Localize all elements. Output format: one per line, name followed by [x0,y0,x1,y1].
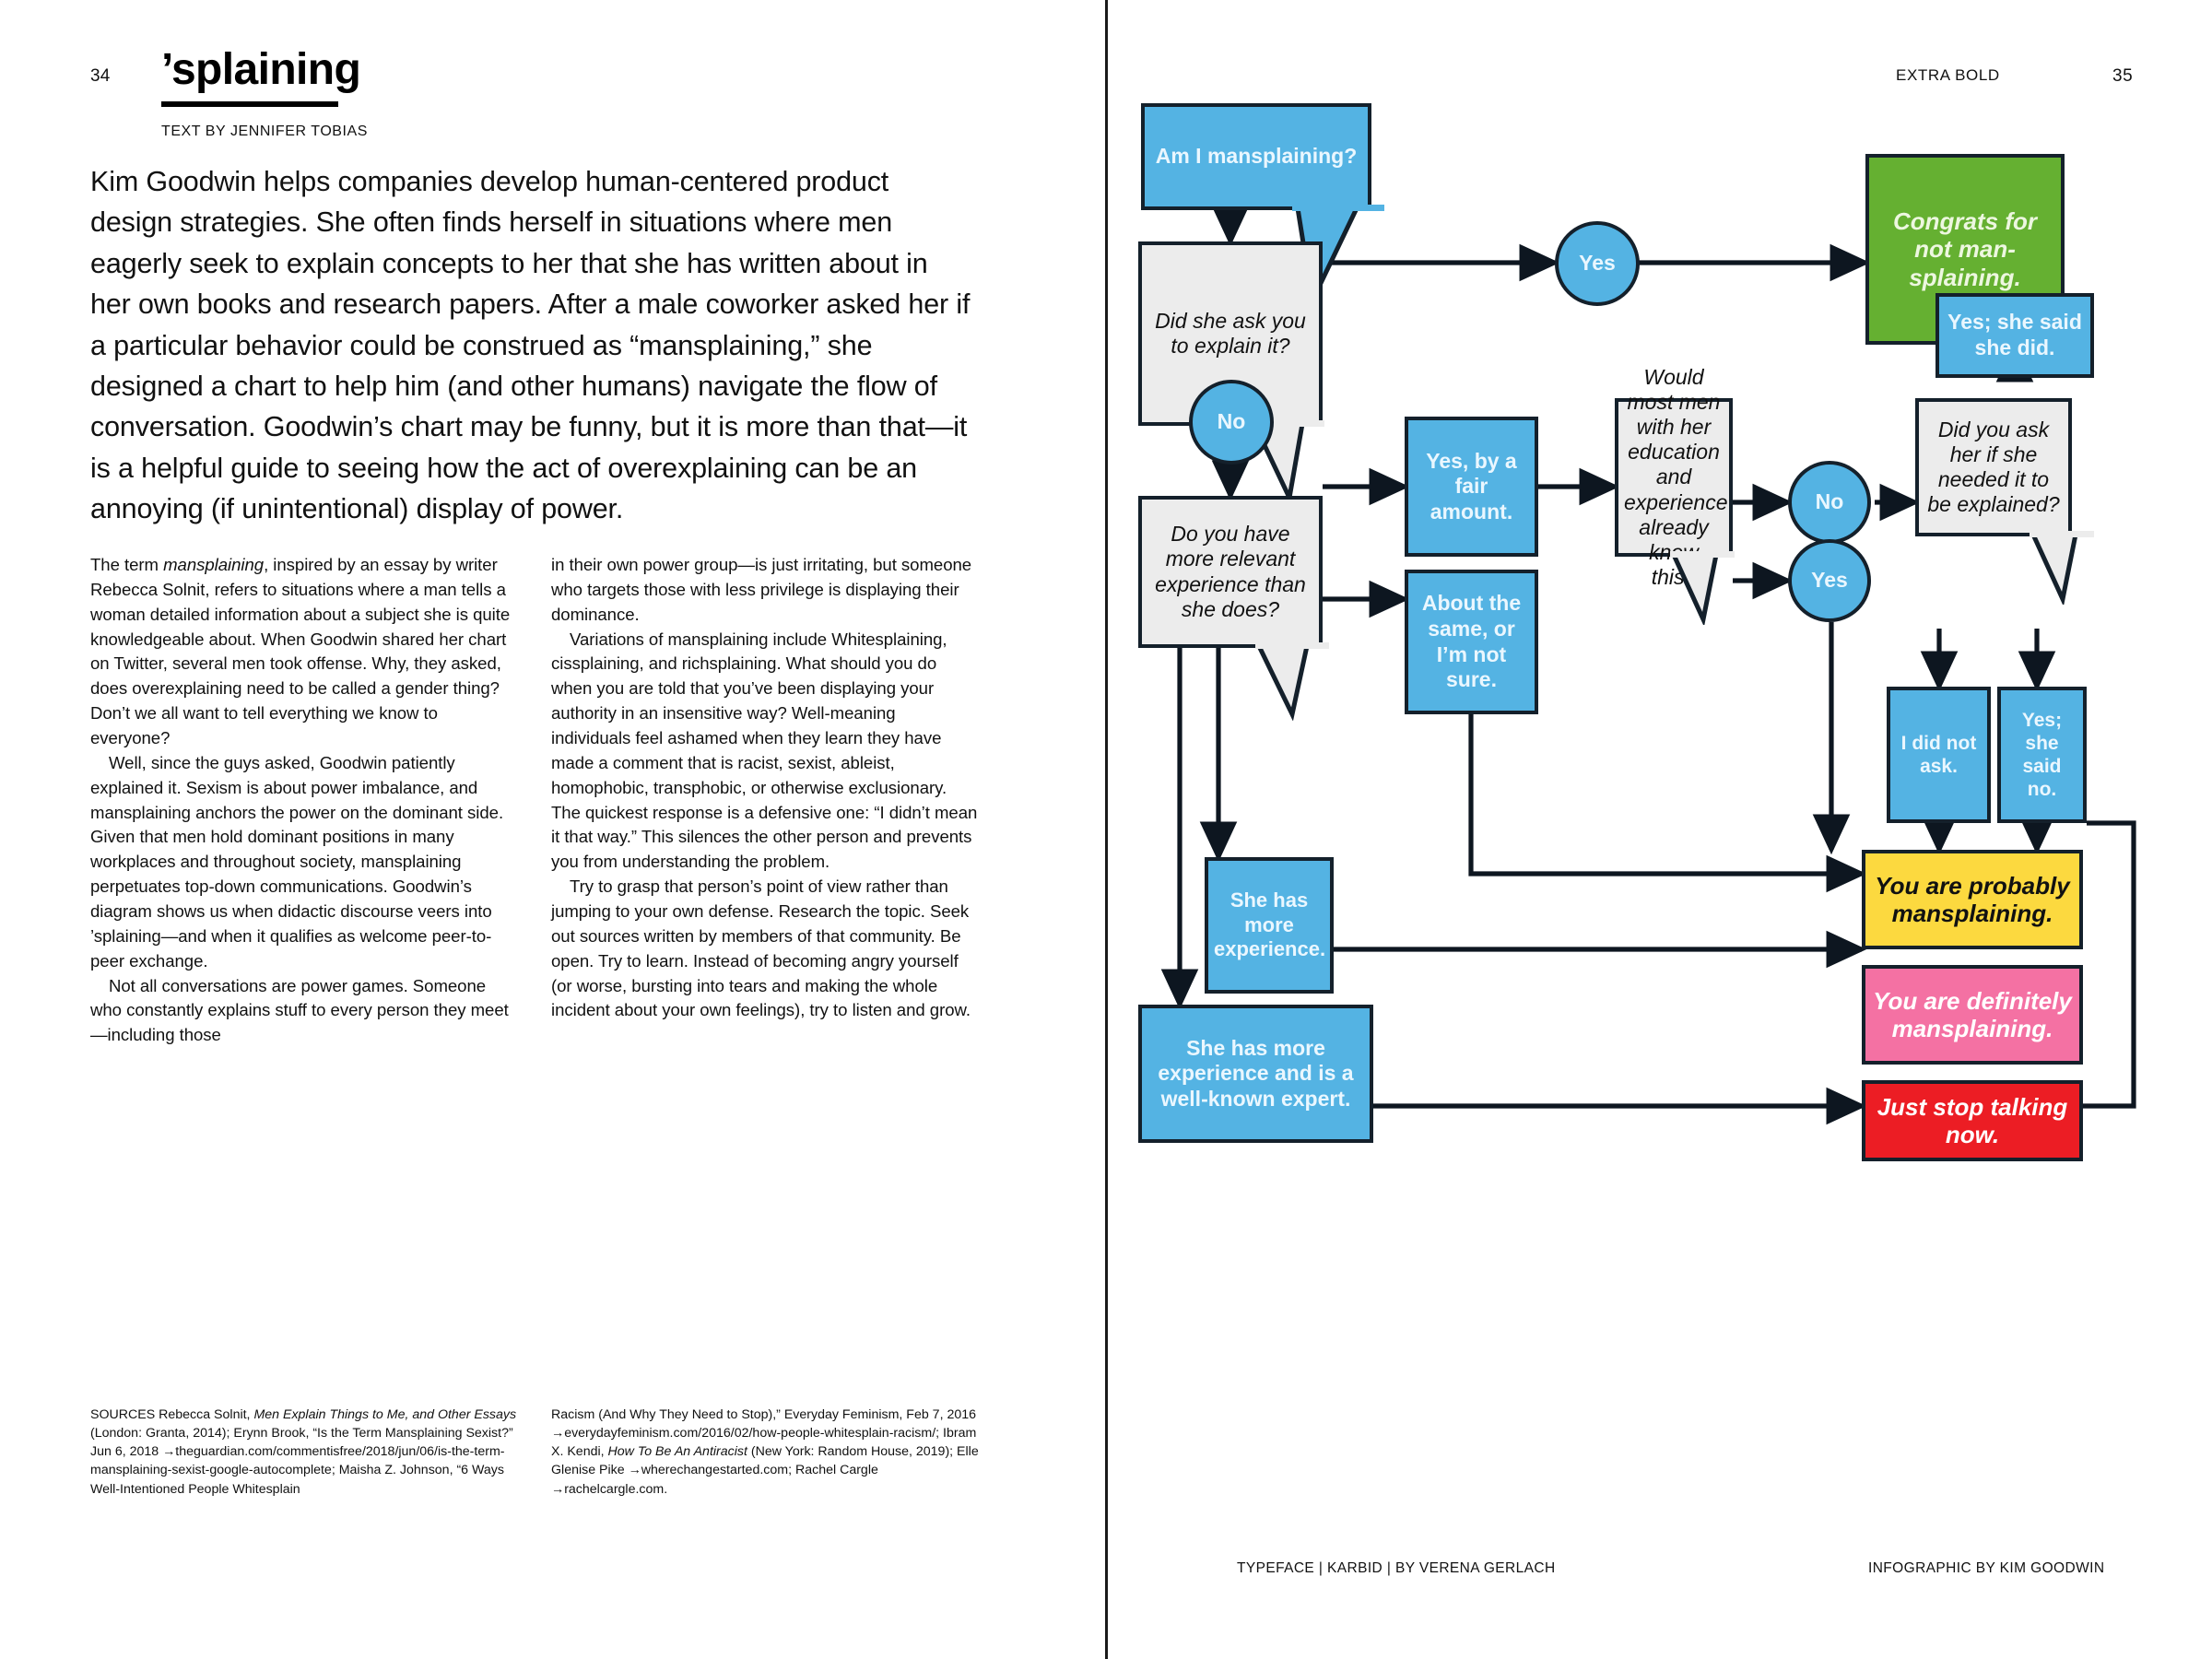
flow-node-label: No [1815,489,1844,514]
page-title: ’splaining [161,45,361,94]
flow-node-label: About the same, or I’m not sure. [1421,591,1522,692]
flow-node-label: Yes, by a fair amount. [1426,448,1517,524]
flow-node-label: You are probably mansplaining. [1875,871,2070,927]
sources-column-1: SOURCES Rebecca Solnit, Men Explain Thin… [90,1406,518,1499]
sources-text-2: Racism (And Why They Need to Stop),” Eve… [551,1407,979,1497]
sources-column-2: Racism (And Why They Need to Stop),” Eve… [551,1406,979,1499]
flow-node-label: I did not ask. [1900,732,1977,777]
flow-node-she-has-more-experience[interactable]: She has more experience. [1205,857,1334,994]
flow-node-definitely-mansplaining[interactable]: You are definitely mansplaining. [1862,965,2083,1065]
article-body-column-1: The term mansplaining, inspired by an es… [90,553,518,1048]
flow-node-about-the-same[interactable]: About the same, or I’m not sure. [1405,570,1538,714]
flow-node-just-stop-talking[interactable]: Just stop talking now. [1862,1080,2083,1161]
left-page: 34 ’splaining TEXT BY JENNIFER TOBIAS Ki… [0,0,1105,1659]
flow-node-label: Congrats for not man-splaining. [1893,206,2037,291]
flow-node-label: Did you ask her if she needed it to be e… [1927,417,2060,517]
sources-label: SOURCES [90,1407,156,1422]
flow-node-label: You are definitely mansplaining. [1873,986,2072,1042]
sources-block: SOURCES Rebecca Solnit, Men Explain Thin… [90,1406,980,1499]
flow-node-no-1[interactable]: No [1189,380,1274,465]
flow-node-would-most-men-q[interactable]: Would most men with her education and ex… [1615,365,1733,589]
title-underline-rule [161,101,338,107]
flow-node-yes-1[interactable]: Yes [1555,221,1640,306]
flow-node-yes-2[interactable]: Yes [1788,539,1871,622]
running-head-label: EXTRA BOLD [1896,66,2000,84]
flow-node-label: She has more experience and is a well-kn… [1158,1035,1354,1111]
flow-node-label: Do you have more relevant experience tha… [1155,522,1306,621]
flow-node-did-you-ask-q[interactable]: Did you ask her if she needed it to be e… [1915,398,2072,536]
footer-infographic-credit: INFOGRAPHIC BY KIM GOODWIN [1868,1560,2105,1576]
flow-node-she-is-well-known-expert[interactable]: She has more experience and is a well-kn… [1138,1005,1373,1143]
flow-node-label: No [1217,409,1246,434]
body-paragraph: Well, since the guys asked, Goodwin pati… [90,752,504,971]
body-paragraph-text: The term mansplaining, inspired by an es… [90,555,511,748]
sources-text-1: Rebecca Solnit, Men Explain Things to Me… [90,1407,517,1497]
flow-node-label: Yes; she said she did. [1947,310,2082,359]
flow-node-label: She has more experience. [1214,888,1326,961]
page-number-right: 35 [2112,66,2134,86]
mansplaining-flowchart: Am I mansplaining? Did she ask you to ex… [1108,0,2212,1659]
body-paragraph: The term mansplaining, inspired by an es… [90,553,518,751]
page-number-left: 34 [90,66,111,86]
flow-node-yes-she-said-she-did[interactable]: Yes; she said she did. [1936,293,2094,378]
flow-node-label: Yes; she said no. [2021,709,2063,801]
flow-node-yes-she-said-no[interactable]: Yes; she said no. [1997,687,2087,823]
speech-tail-q4 [2030,531,2094,605]
body-paragraph: in their own power group—is just irritat… [551,555,972,624]
flow-node-probably-mansplaining[interactable]: You are probably mansplaining. [1862,850,2083,949]
body-paragraph: Not all conversations are power games. S… [90,975,509,1045]
body-paragraph: Variations of mansplaining include White… [551,629,978,872]
article-title-block: ’splaining TEXT BY JENNIFER TOBIAS [161,48,368,140]
article-body-columns: The term mansplaining, inspired by an es… [90,553,980,1048]
flow-node-more-experience-q[interactable]: Do you have more relevant experience tha… [1138,496,1323,648]
article-body-column-2: in their own power group—is just irritat… [551,553,979,1048]
right-page: EXTRA BOLD 35 [1108,0,2212,1659]
flow-node-label: Yes [1579,251,1616,276]
flowchart-connectors [1160,206,2136,1125]
flow-node-no-2[interactable]: No [1788,461,1871,544]
flow-node-start[interactable]: Am I mansplaining? [1141,103,1371,210]
flow-node-yes-fair-amount[interactable]: Yes, by a fair amount. [1405,417,1538,557]
flow-node-label: Am I mansplaining? [1155,144,1358,169]
spread-gutter [1105,0,1108,1659]
body-paragraph: Try to grasp that person’s point of view… [551,877,971,1020]
flow-node-label: Yes [1811,568,1848,593]
flow-node-i-did-not-ask[interactable]: I did not ask. [1887,687,1991,823]
footer-typeface-credit: TYPEFACE | KARBID | BY VERENA GERLACH [1237,1560,1556,1576]
article-byline: TEXT BY JENNIFER TOBIAS [161,124,368,139]
speech-tail-q2 [1255,642,1329,721]
article-intro-paragraph: Kim Goodwin helps companies develop huma… [90,166,971,524]
flow-node-label: Did she ask you to explain it? [1155,308,1306,358]
flow-node-label: Just stop talking now. [1877,1092,2068,1148]
speech-tail-q3 [1670,551,1735,625]
